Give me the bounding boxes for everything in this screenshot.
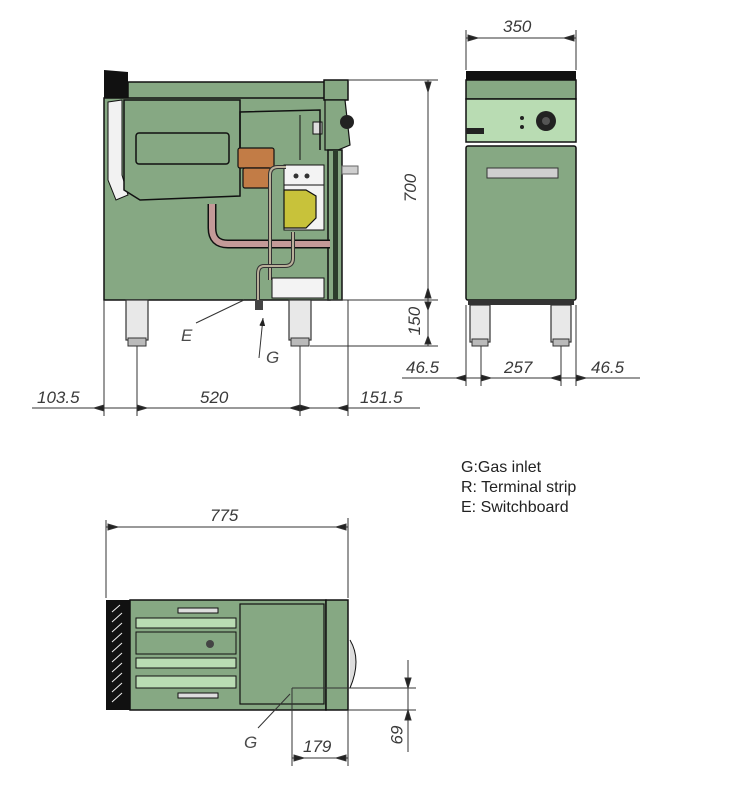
label-top-gas-inlet-g: G	[244, 733, 258, 752]
dim-gas-from-side-69: 69	[387, 725, 407, 745]
side-dimensions	[32, 79, 438, 416]
top-view	[106, 599, 357, 711]
dim-width-350: 350	[503, 17, 532, 36]
dim-leg-height-150: 150	[405, 306, 425, 336]
side-view	[103, 70, 359, 359]
dim-front-left-offset: 46.5	[406, 358, 440, 377]
label-gas-inlet-g: G	[266, 348, 280, 367]
dim-gas-from-front-179: 179	[303, 737, 332, 756]
top-dimensions	[105, 518, 416, 766]
dim-front-right-offset: 46.5	[591, 358, 625, 377]
dim-leg-spacing-520: 520	[200, 388, 229, 407]
front-view	[465, 71, 577, 347]
dim-depth-775: 775	[210, 506, 239, 525]
label-switchboard-e: E	[181, 326, 193, 345]
dim-front-leg-spacing-257: 257	[504, 358, 533, 377]
dim-height-700: 700	[401, 173, 421, 203]
legend: G:Gas inlet R: Terminal strip E: Switchb…	[461, 458, 576, 518]
legend-item-switchboard: E: Switchboard	[461, 499, 569, 516]
dim-left-offset-103-5: 103.5	[37, 388, 80, 407]
front-dimensions	[402, 30, 640, 386]
side-legs	[125, 299, 312, 347]
legend-item-terminal-strip: R: Terminal strip	[461, 479, 577, 496]
dim-right-offset-151-5: 151.5	[360, 388, 403, 407]
legend-item-gas-inlet: G:Gas inlet	[461, 459, 542, 476]
